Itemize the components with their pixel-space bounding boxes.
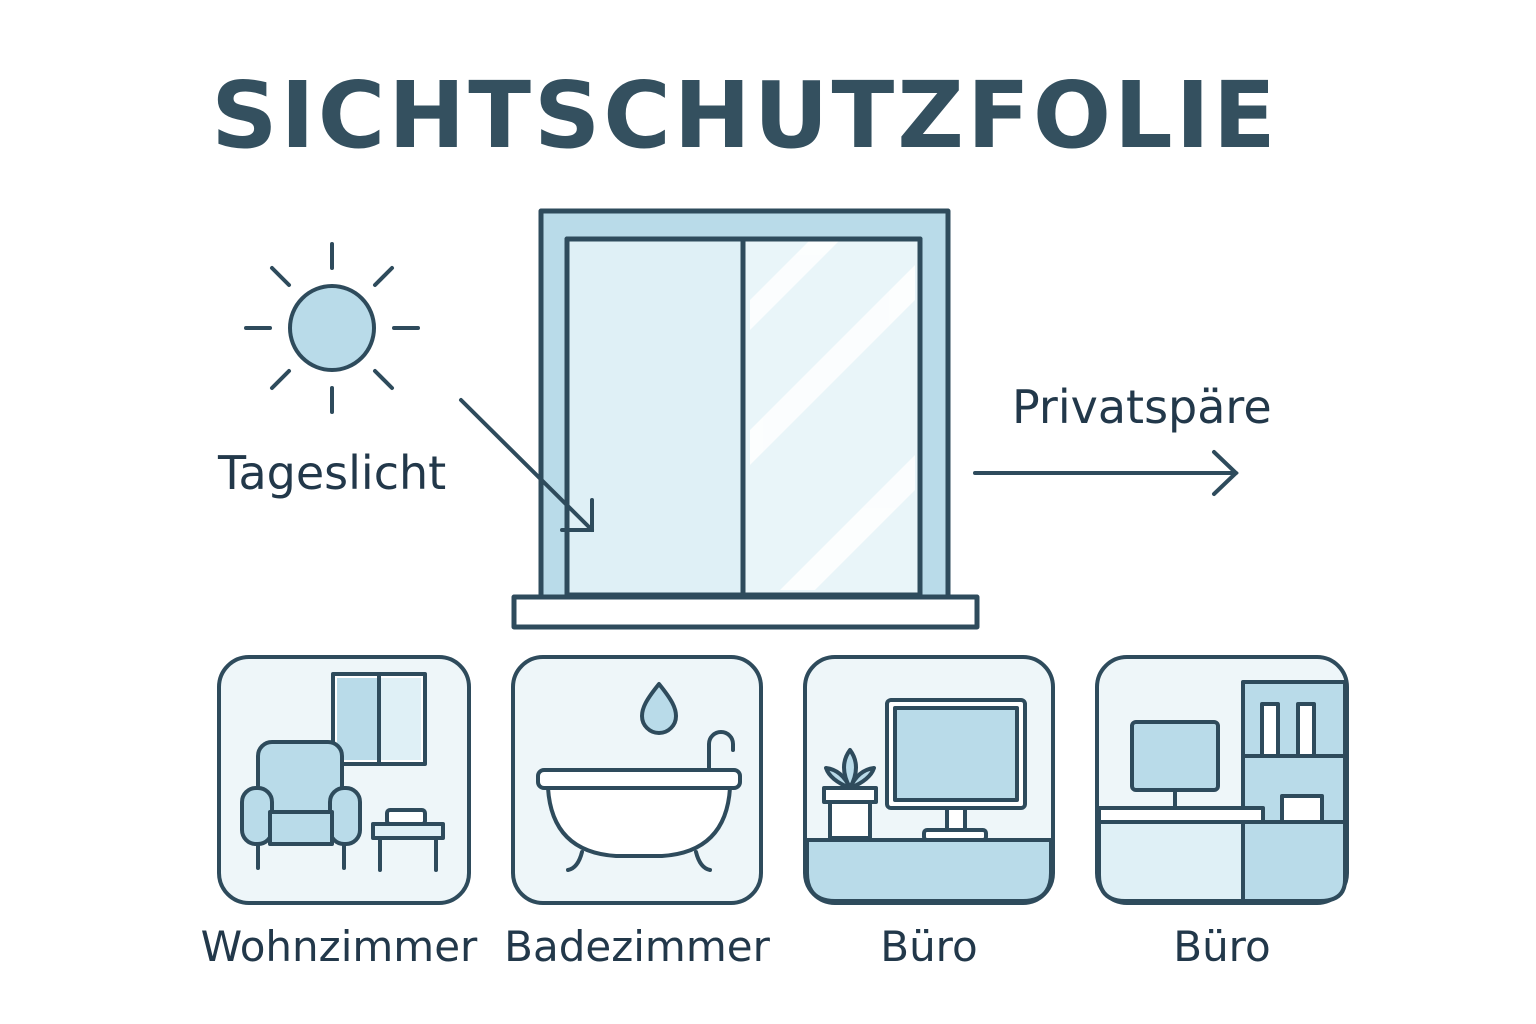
plant-icon	[822, 748, 878, 840]
room-label-office-1: Büro	[880, 922, 978, 971]
daylight-arrow-icon	[459, 398, 594, 532]
bathtub-icon	[536, 682, 742, 872]
room-label-bath: Badezimmer	[504, 922, 770, 971]
page-title: SICHTSCHUTZFOLIE	[211, 62, 1279, 169]
room-card-office-1	[803, 655, 1055, 905]
window-icon	[511, 208, 980, 630]
room-card-living	[217, 655, 471, 905]
room-card-office-2	[1095, 655, 1349, 905]
room-label-office-2: Büro	[1173, 922, 1271, 971]
daylight-label: Tageslicht	[218, 446, 447, 500]
monitor-icon	[885, 698, 1027, 842]
privacy-label: Privatspäre	[1012, 380, 1272, 434]
room-label-living: Wohnzimmer	[200, 922, 478, 971]
desk-shelf-icon	[1097, 680, 1347, 903]
sun-icon	[244, 242, 420, 414]
privacy-arrow-icon	[973, 450, 1239, 496]
armchair-icon	[240, 672, 445, 872]
room-card-bath	[511, 655, 763, 905]
